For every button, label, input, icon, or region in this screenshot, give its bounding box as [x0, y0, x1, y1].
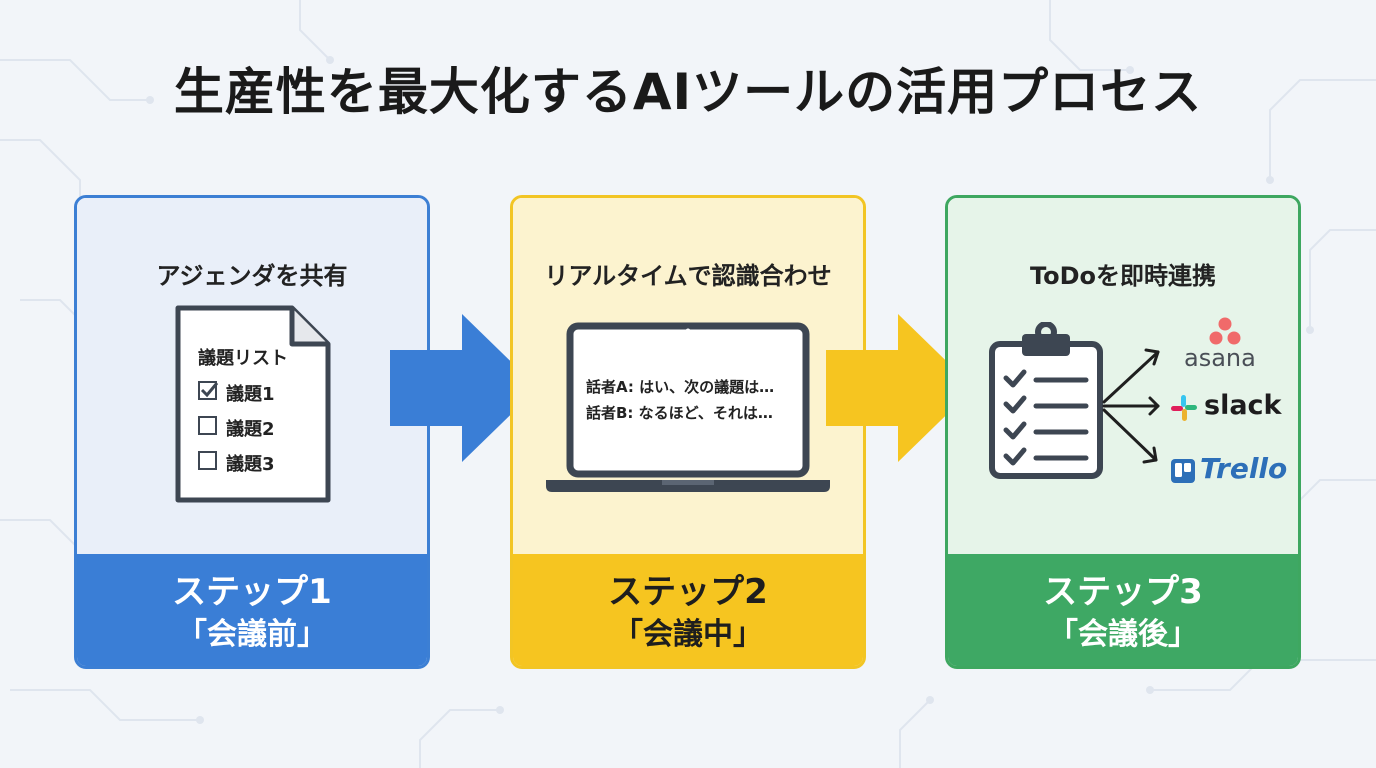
- checkbox-icon: [198, 451, 217, 470]
- step-card-after-meeting: ToDoを即時連携 ステップ3 「会議後」: [945, 195, 1301, 669]
- clipboard-checklist-icon: [989, 322, 1103, 479]
- card-footer: ステップ3 「会議後」: [948, 554, 1298, 666]
- agenda-item-3: 議題3: [226, 454, 275, 475]
- right-arrow-icon: [826, 314, 974, 462]
- step-phase: 「会議中」: [613, 617, 763, 652]
- step-number: ステップ2: [608, 572, 768, 612]
- asana-logo-text: asana: [1184, 344, 1256, 372]
- asana-logo-icon: [1209, 317, 1241, 345]
- trello-logo-icon: [1171, 459, 1195, 483]
- step-number: ステップ3: [1043, 572, 1203, 612]
- transcript-line-1: 話者A: はい、次の議題は…: [586, 378, 775, 396]
- agenda-item-2: 議題2: [226, 419, 275, 440]
- right-arrow-icon: [390, 314, 538, 462]
- slack-logo-icon: [1171, 395, 1197, 421]
- transcript-line-2: 話者B: なるほど、それは…: [586, 404, 773, 422]
- step-phase: 「会議後」: [1048, 617, 1198, 652]
- agenda-item-1: 議題1: [226, 384, 275, 405]
- step-label: アジェンダを共有: [156, 262, 348, 290]
- step-number: ステップ1: [172, 572, 332, 612]
- step-label: リアルタイムで認識合わせ: [544, 262, 832, 290]
- card-footer: ステップ1 「会議前」: [77, 554, 427, 666]
- step-phase: 「会議前」: [177, 617, 327, 652]
- step-label: ToDoを即時連携: [1029, 262, 1217, 290]
- laptop-icon: [546, 322, 830, 492]
- trello-logo-text: Trello: [1200, 452, 1288, 485]
- checkbox-icon: [198, 381, 219, 400]
- integration-connectors: [1102, 348, 1160, 464]
- page-title: 生産性を最大化するAIツールの活用プロセス: [173, 63, 1203, 121]
- agenda-heading: 議題リスト: [198, 348, 288, 369]
- checkbox-icon: [198, 416, 217, 435]
- card-footer: ステップ2 「会議中」: [513, 554, 863, 666]
- slack-logo-text: slack: [1204, 390, 1282, 421]
